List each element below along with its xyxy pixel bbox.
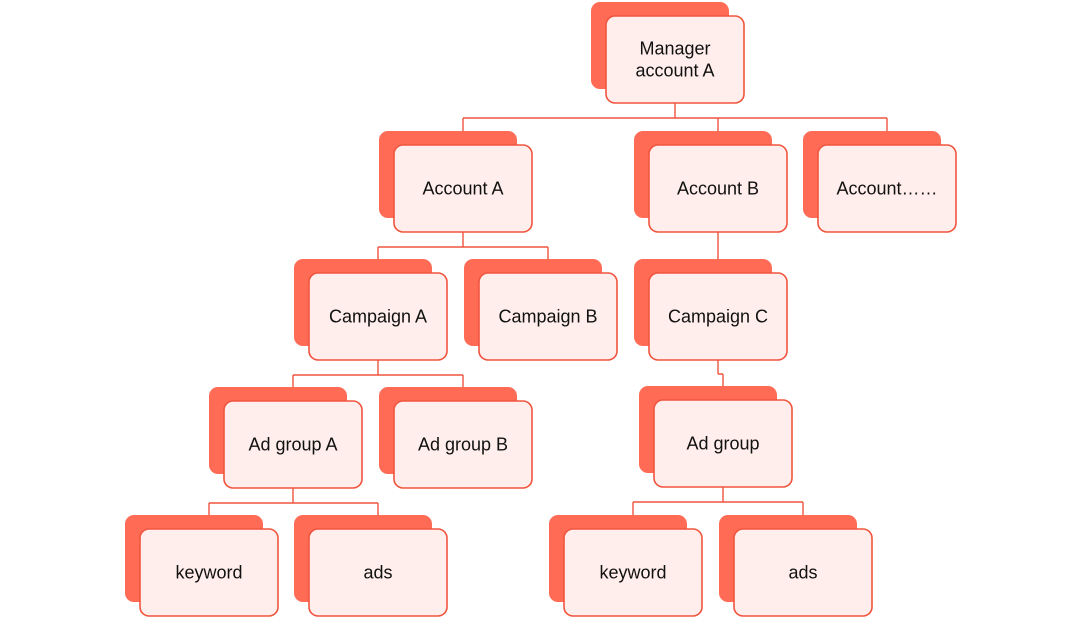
node-account-a: Account A <box>379 131 533 233</box>
node-label: Ad group B <box>418 435 508 455</box>
node-campaign-a: Campaign A <box>294 259 448 361</box>
connector-campaign_c <box>717 360 724 386</box>
node-label: Campaign A <box>329 307 427 327</box>
node-account-more: Account…… <box>803 131 957 233</box>
card-face <box>139 528 279 617</box>
card-face <box>653 399 793 488</box>
node-label: Campaign B <box>498 307 597 327</box>
node-ads-2: ads <box>719 515 873 617</box>
node-label: Manager <box>639 39 710 59</box>
card-face <box>648 144 788 233</box>
node-label: ads <box>363 563 392 583</box>
node-keyword-2: keyword <box>549 515 703 617</box>
connector-account_a <box>377 232 549 259</box>
node-campaign-b: Campaign B <box>464 259 618 361</box>
node-label: account A <box>635 61 714 81</box>
connector-campaign_a <box>292 360 464 387</box>
card-face <box>393 400 533 489</box>
node-campaign-c: Campaign C <box>634 259 788 361</box>
node-label: Account B <box>677 179 759 199</box>
card-face <box>563 528 703 617</box>
card-face <box>478 272 618 361</box>
node-keyword-1: keyword <box>125 515 279 617</box>
node-label: keyword <box>175 563 242 583</box>
connector-lines <box>208 103 888 515</box>
node-label: keyword <box>599 563 666 583</box>
node-adgroup: Ad group <box>639 386 793 488</box>
node-ads-1: ads <box>294 515 448 617</box>
node-adgroup-a: Ad group A <box>209 387 363 489</box>
card-face <box>393 144 533 233</box>
card-face <box>605 15 745 104</box>
node-label: Campaign C <box>668 307 768 327</box>
card-face <box>223 400 363 489</box>
node-label: Account A <box>422 179 503 199</box>
node-label: Account…… <box>836 179 937 199</box>
card-face <box>733 528 873 617</box>
node-label: ads <box>788 563 817 583</box>
node-account-b: Account B <box>634 131 788 233</box>
node-label: Ad group A <box>248 435 337 455</box>
connector-manager <box>462 103 888 131</box>
card-face <box>648 272 788 361</box>
node-label: Ad group <box>686 434 759 454</box>
connector-adgroup <box>632 487 804 515</box>
card-face <box>817 144 957 233</box>
card-face <box>308 272 448 361</box>
connector-adgroup_a <box>208 488 379 515</box>
node-adgroup-b: Ad group B <box>379 387 533 489</box>
card-face <box>308 528 448 617</box>
